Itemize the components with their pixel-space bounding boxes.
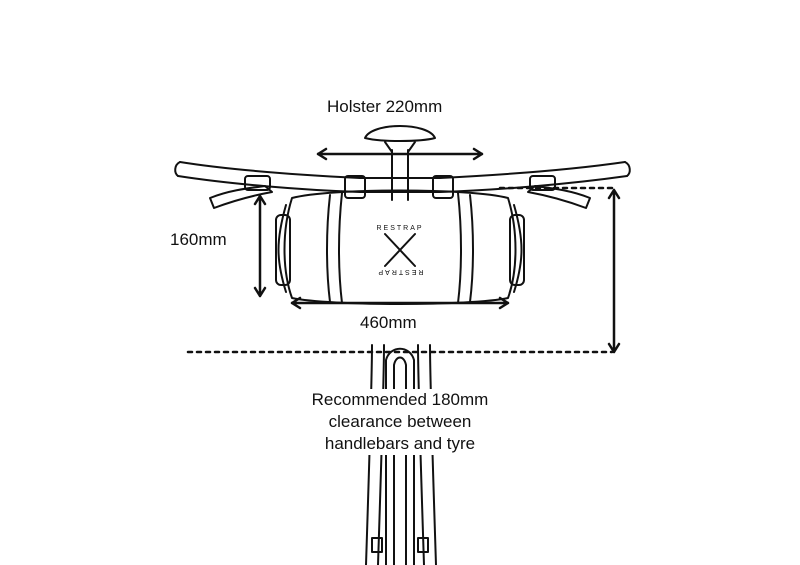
clearance-line-2: clearance between [328, 412, 472, 431]
holster-dimension-label: Holster 220mm [327, 97, 443, 116]
bag-height-arrow [253, 194, 267, 298]
holster-width-arrow [316, 147, 484, 161]
clearance-note: Recommended 180mm clearance between hand… [280, 389, 520, 455]
fork-illustration [365, 344, 437, 565]
logo-text-top: RESTRAP [376, 225, 423, 232]
bag-width-arrow [290, 296, 510, 310]
dimension-arrows [186, 147, 621, 354]
clearance-line-3: handlebars and tyre [324, 434, 476, 453]
holster-illustration [364, 125, 436, 153]
logo-text-bottom: RESTRAP [376, 268, 423, 275]
clearance-line-1: Recommended 180mm [311, 390, 489, 409]
handlebar-illustration [174, 149, 631, 209]
width-dimension-label: 460mm [360, 313, 417, 332]
bag-illustration: RESTRAP RESTRAP [275, 175, 525, 305]
height-dimension-label: 160mm [170, 230, 227, 249]
clearance-arrow [607, 188, 621, 354]
